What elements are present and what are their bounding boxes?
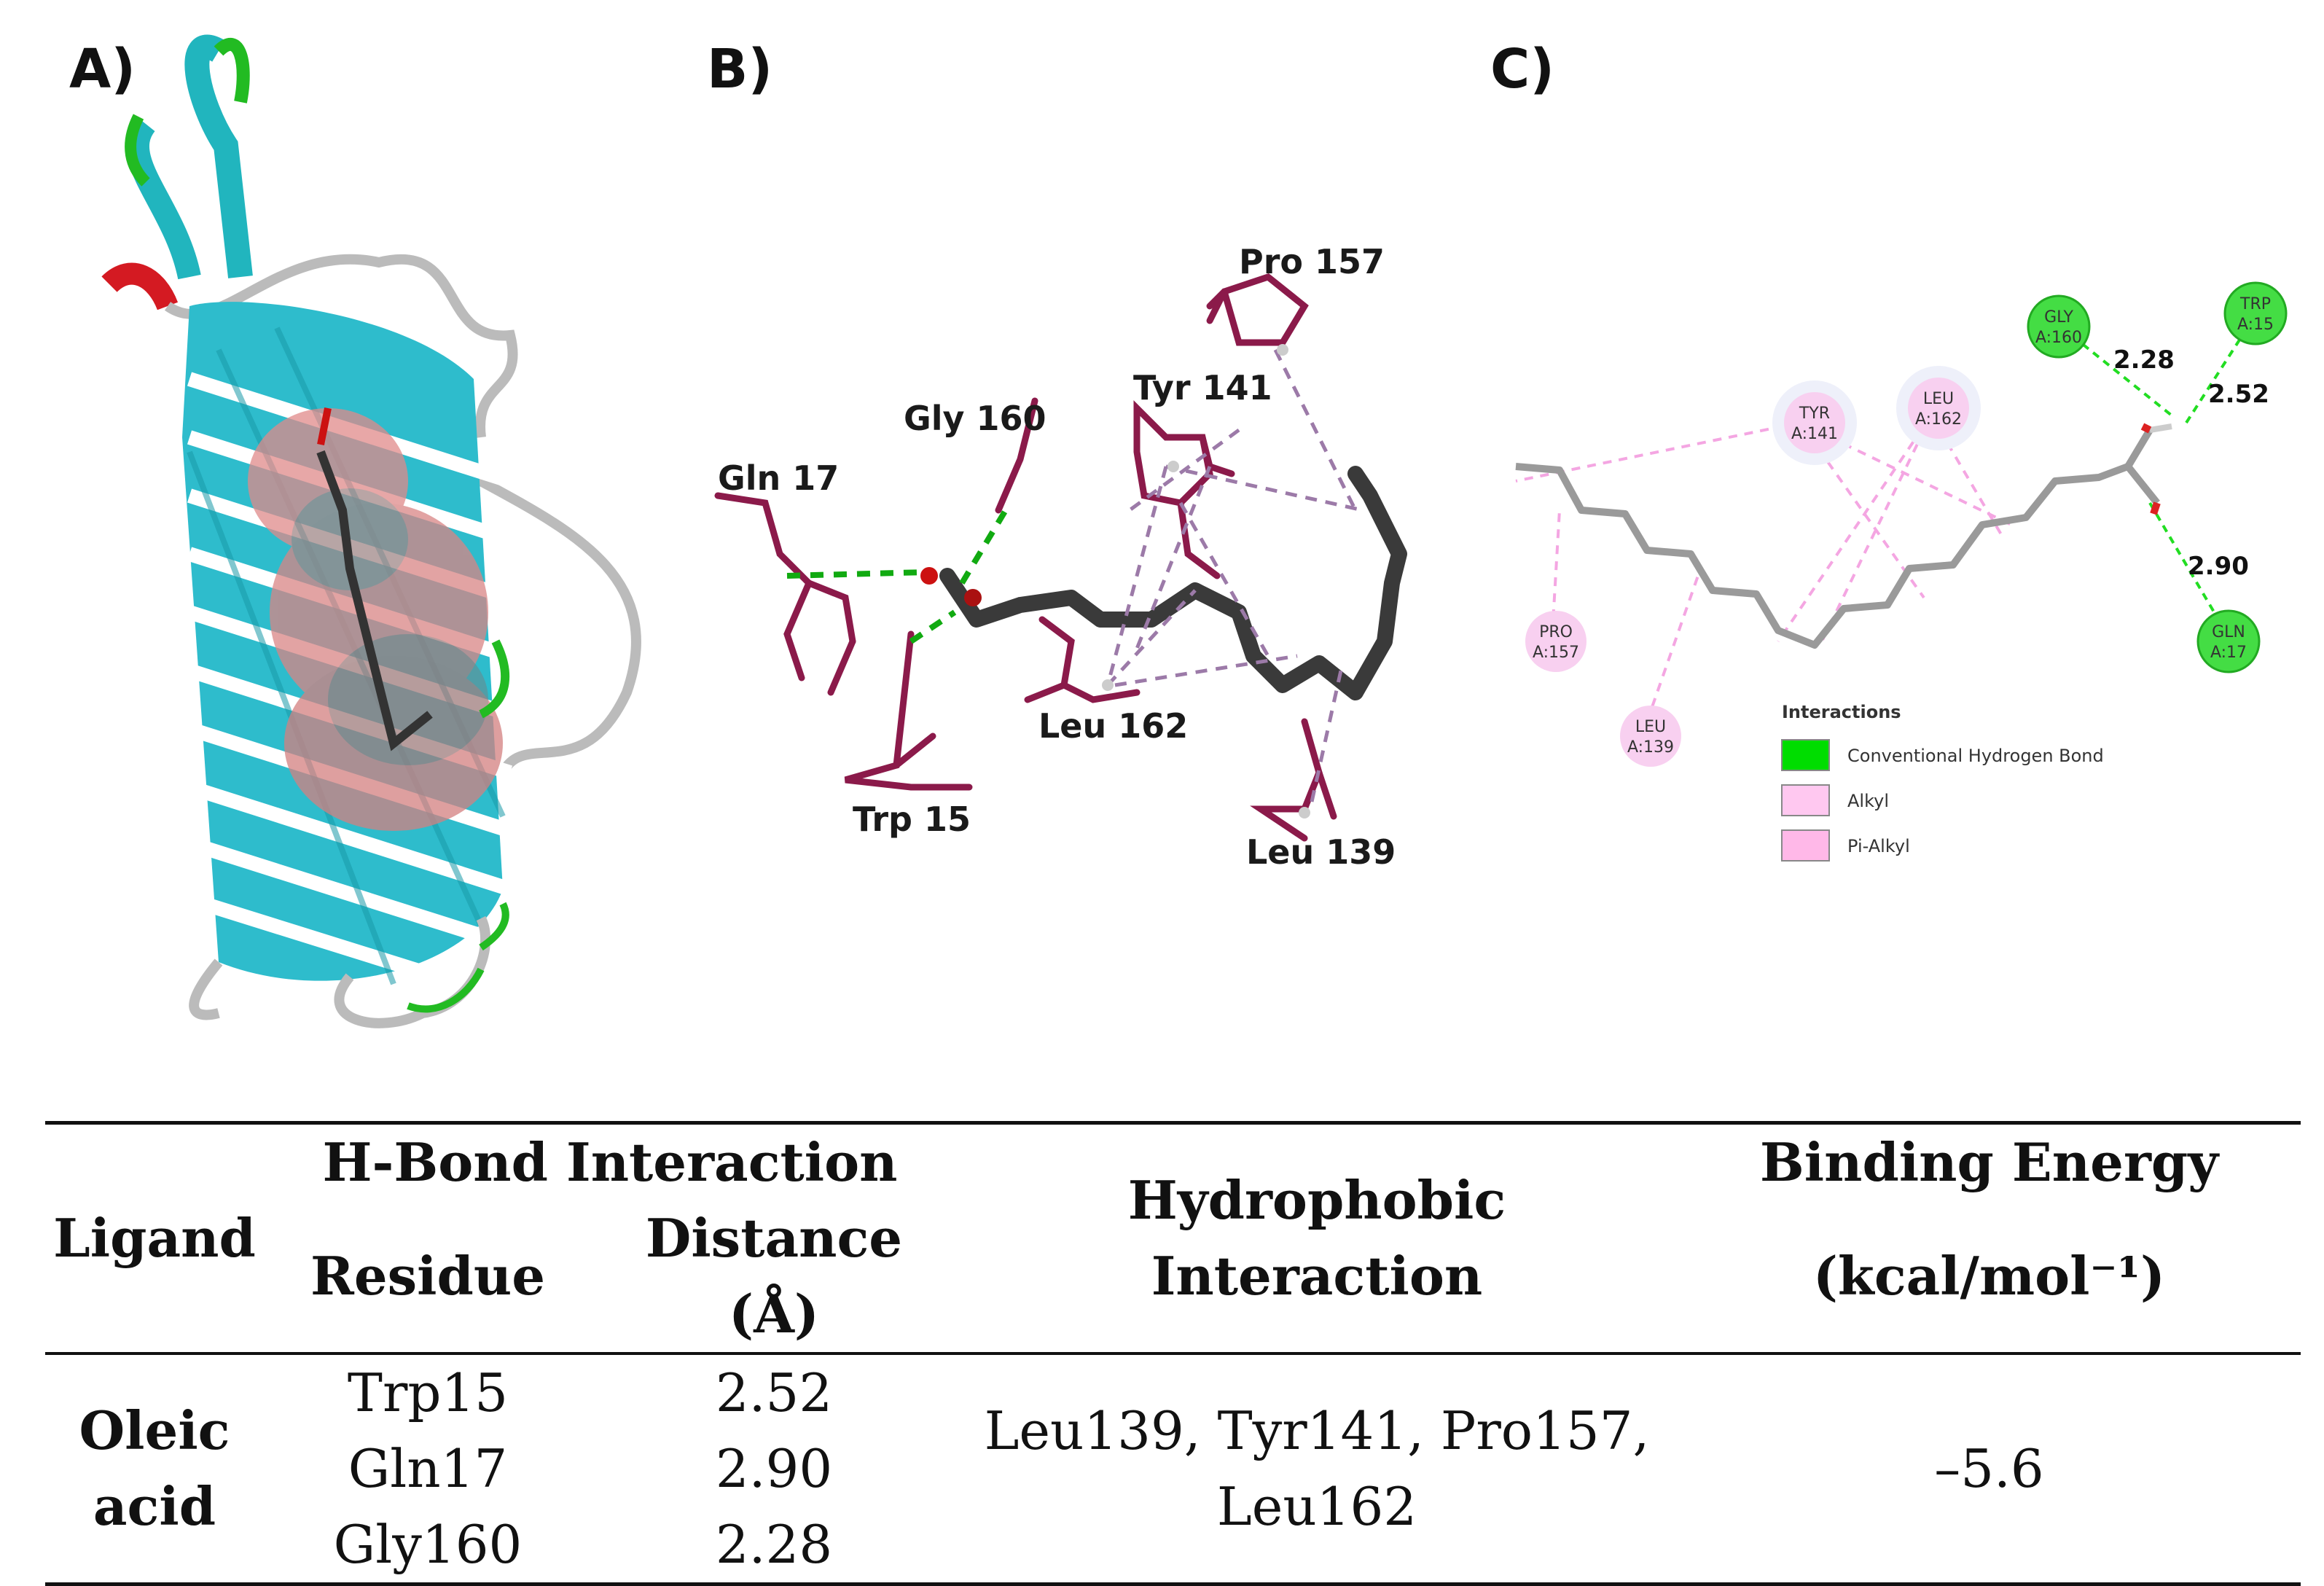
node-gly160: GLY A:160 (2027, 294, 2091, 359)
header-hydrophobic-interaction: Hydrophobic Interaction (1127, 1169, 1506, 1307)
legend-label-alkyl: Alkyl (1847, 791, 1889, 811)
res-label-tyr141: Tyr 141 (1133, 368, 1272, 407)
legend-swatch-alkyl (1781, 784, 1830, 816)
legend-swatch-pi-alkyl (1781, 829, 1830, 862)
node-gln17: GLN A:17 (2196, 609, 2261, 673)
legend-swatch-hbond (1781, 739, 1830, 771)
svg-text:GLN: GLN (2212, 623, 2245, 641)
svg-text:A:162: A:162 (1915, 410, 1962, 429)
res-label-pro157: Pro 157 (1239, 242, 1385, 281)
svg-text:TRP: TRP (2239, 295, 2271, 313)
svg-text:LEU: LEU (1635, 718, 1666, 736)
docking-results-table: Ligand H-Bond Interaction Hydrophobic In… (45, 1121, 2301, 1586)
svg-text:TYR: TYR (1799, 405, 1830, 423)
panel-b-letter: B) (707, 38, 772, 101)
node-trp15: TRP A:15 (2223, 281, 2288, 345)
header-distance: Distance (Å) (645, 1207, 903, 1345)
svg-text:A:139: A:139 (1627, 738, 1674, 757)
node-tyr141: TYR A:141 (1772, 380, 1857, 465)
cell-hydrophobic-line1: Leu139, Tyr141, Pro157, (984, 1400, 1650, 1461)
protein-ribbon-structure (101, 34, 641, 1028)
panel-c-letter: C) (1490, 38, 1554, 101)
figure: A) B) C) (69, 34, 2288, 1028)
interaction-3d-view: Pro 157 Tyr 141 Gly 160 Gln 17 Leu 162 T… (714, 242, 1407, 872)
legend-title: Interactions (1782, 702, 1901, 722)
table-header: Ligand H-Bond Interaction Hydrophobic In… (45, 1122, 2301, 1353)
distance-label-trp15: 2.52 (2208, 380, 2269, 409)
header-hbond-interaction: H-Bond Interaction (322, 1131, 898, 1193)
table-body: Oleic acid Trp15 2.52 Leu139, Tyr141, Pr… (45, 1353, 2301, 1585)
res-label-gly160: Gly 160 (904, 399, 1046, 438)
res-label-trp15: Trp 15 (853, 800, 971, 839)
node-leu139: LEU A:139 (1620, 706, 1681, 767)
res-label-gln17: Gln 17 (718, 458, 839, 498)
svg-text:A:157: A:157 (1533, 644, 1579, 662)
cell-binding-energy: –5.6 (1934, 1438, 2044, 1499)
cell-residue: Gly160 (333, 1514, 523, 1575)
cell-ligand: Oleic acid (79, 1399, 230, 1537)
svg-text:LEU: LEU (1923, 390, 1954, 408)
distance-label-gln17: 2.90 (2188, 552, 2249, 581)
interaction-legend: Interactions Conventional Hydrogen Bond … (1781, 702, 2104, 862)
cell-residue: Gln17 (348, 1438, 508, 1499)
header-binding-energy-unit: (kcal/mol⁻¹) (1812, 1245, 2166, 1307)
cell-distance: 2.28 (715, 1514, 833, 1575)
panel-a-letter: A) (69, 38, 136, 101)
cell-distance: 2.52 (715, 1362, 833, 1423)
legend-label-hbond: Conventional Hydrogen Bond (1847, 746, 2104, 766)
node-pro157: PRO A:157 (1525, 611, 1586, 672)
table-row: Oleic acid Trp15 2.52 Leu139, Tyr141, Pr… (45, 1353, 2301, 1537)
table-row: Gln17 2.90 (45, 1431, 2301, 1507)
svg-text:A:141: A:141 (1791, 425, 1838, 443)
header-residue: Residue (310, 1245, 546, 1307)
cell-hydrophobic: Leu139, Tyr141, Pro157, Leu162 (956, 1353, 1678, 1585)
svg-text:A:160: A:160 (2035, 329, 2082, 347)
cell-distance: 2.90 (715, 1438, 833, 1499)
cell-residue: Trp15 (347, 1362, 509, 1423)
cell-hydrophobic-line2: Leu162 (1216, 1476, 1417, 1537)
svg-text:A:15: A:15 (2237, 316, 2274, 334)
header-binding-energy: Binding Energy (1759, 1131, 2219, 1193)
svg-text:A:17: A:17 (2210, 644, 2247, 662)
legend-label-pi-alkyl: Pi-Alkyl (1847, 836, 1910, 856)
svg-text:GLY: GLY (2044, 308, 2073, 327)
res-label-leu139: Leu 139 (1246, 832, 1396, 872)
node-leu162: LEU A:162 (1896, 366, 1981, 450)
svg-text:PRO: PRO (1539, 623, 1573, 641)
interaction-2d-diagram: GLY A:160 TRP A:15 TYR A:141 LEU A:162 P… (1515, 281, 2288, 862)
header-ligand: Ligand (53, 1207, 256, 1269)
results-table-container: Ligand H-Bond Interaction Hydrophobic In… (45, 1121, 2301, 1586)
res-label-leu162: Leu 162 (1038, 706, 1188, 746)
distance-label-gly160: 2.28 (2113, 345, 2175, 375)
